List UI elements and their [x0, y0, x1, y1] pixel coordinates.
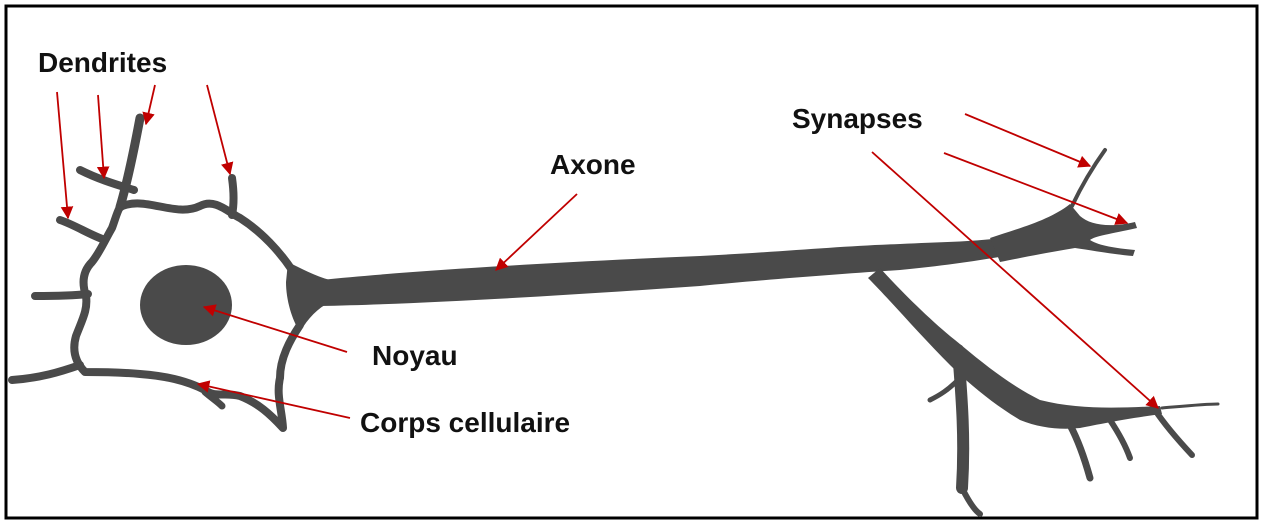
dendrite-6 — [232, 178, 234, 215]
branch-fiber-1 — [958, 350, 963, 488]
label-corps-cellulaire: Corps cellulaire — [360, 407, 570, 438]
label-noyau: Noyau — [372, 340, 458, 371]
label-synapses: Synapses — [792, 103, 923, 134]
label-dendrites: Dendrites — [38, 47, 167, 78]
nucleus — [140, 265, 232, 345]
dendrite-4 — [35, 294, 88, 296]
label-axone: Axone — [550, 149, 636, 180]
